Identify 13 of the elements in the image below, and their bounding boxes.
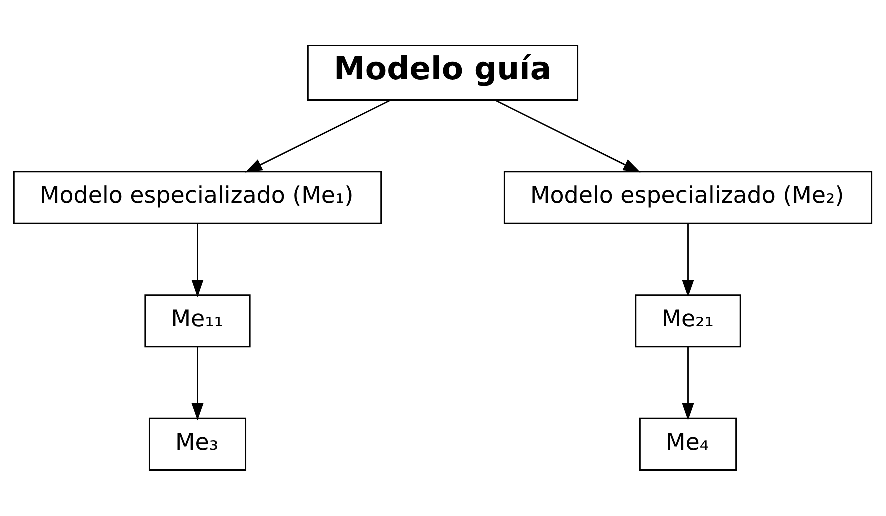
node-box: Me₂₁ (635, 294, 742, 348)
arrow (192, 348, 204, 421)
arrow (682, 348, 694, 421)
node-box: Me₃ (148, 418, 247, 471)
node-box: Modelo guía (307, 45, 579, 101)
node-box: Me₁₁ (144, 294, 251, 348)
node-box: Me₄ (639, 418, 738, 471)
arrow (682, 224, 694, 298)
arrow (245, 100, 392, 173)
node-box: Modelo especializado (Me₂) (504, 171, 873, 224)
node-box: Modelo especializado (Me₁) (13, 171, 382, 224)
arrow (494, 100, 641, 173)
arrow (192, 224, 204, 298)
